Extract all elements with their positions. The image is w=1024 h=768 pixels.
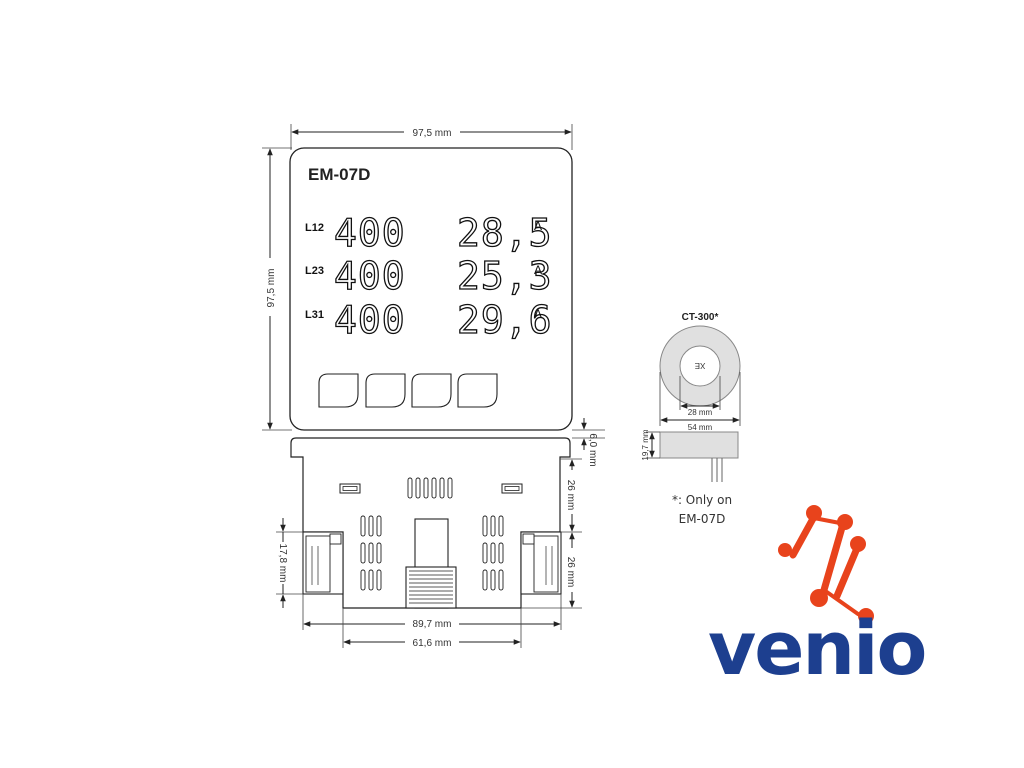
molecule-icon xyxy=(778,505,874,624)
front-button-4[interactable] xyxy=(457,373,498,408)
body-width-label: 89,7 mm xyxy=(413,619,452,630)
ct-center-mark: XE xyxy=(695,361,706,370)
row-label-l23: L23 xyxy=(305,265,324,277)
unit-l23: A xyxy=(534,263,542,277)
front-button-1[interactable] xyxy=(318,373,359,408)
front-height-label: 97,5 mm xyxy=(266,269,277,308)
clip-height-label: 17,8 mm xyxy=(277,544,288,583)
inner-width-label: 61,6 mm xyxy=(413,638,452,649)
front-view: 97,5 mm 97,5 mm EM-07D L12 400 28,5 A L2… xyxy=(262,124,573,431)
unit-l31: A xyxy=(534,307,542,321)
current-l31: 29,6 xyxy=(457,298,553,342)
ct-note-line2: EM-07D xyxy=(679,512,726,526)
voltage-l31: 400 xyxy=(334,298,406,342)
model-title: EM-07D xyxy=(308,165,370,184)
depth-upper-label: 26 mm xyxy=(565,480,576,511)
current-l23: 25,3 xyxy=(457,254,553,298)
row-label-l31: L31 xyxy=(305,309,324,321)
ct-title: CT-300* xyxy=(682,312,719,323)
ct-note-line1: *: Only on xyxy=(672,493,732,507)
logo-text: venio xyxy=(708,606,925,692)
ct-inner-dim: 28 mm xyxy=(688,408,713,417)
venio-logo: venio xyxy=(708,505,927,692)
voltage-l12: 400 xyxy=(334,211,406,255)
ct-300-drawing: CT-300* XE 28 mm 54 mm 19,7 mm *: Only o… xyxy=(641,312,741,526)
current-l12: 28,5 xyxy=(457,211,553,255)
unit-l12: A xyxy=(534,219,542,233)
ct-height-dim: 19,7 mm xyxy=(641,429,650,460)
depth-lower-label: 26 mm xyxy=(565,557,576,588)
voltage-l23: 400 xyxy=(334,254,406,298)
row-label-l12: L12 xyxy=(305,222,324,234)
depth-top-label: 6,0 mm xyxy=(587,433,598,466)
ct-outer-dim: 54 mm xyxy=(688,423,713,432)
side-view: 6,0 mm 26 mm 26 mm 17,8 mm 89,7 mm 61,6 … xyxy=(276,418,605,649)
front-width-label: 97,5 mm xyxy=(413,128,452,139)
front-button-2[interactable] xyxy=(365,373,406,408)
front-button-3[interactable] xyxy=(411,373,452,408)
meter-front-panel xyxy=(289,147,573,431)
